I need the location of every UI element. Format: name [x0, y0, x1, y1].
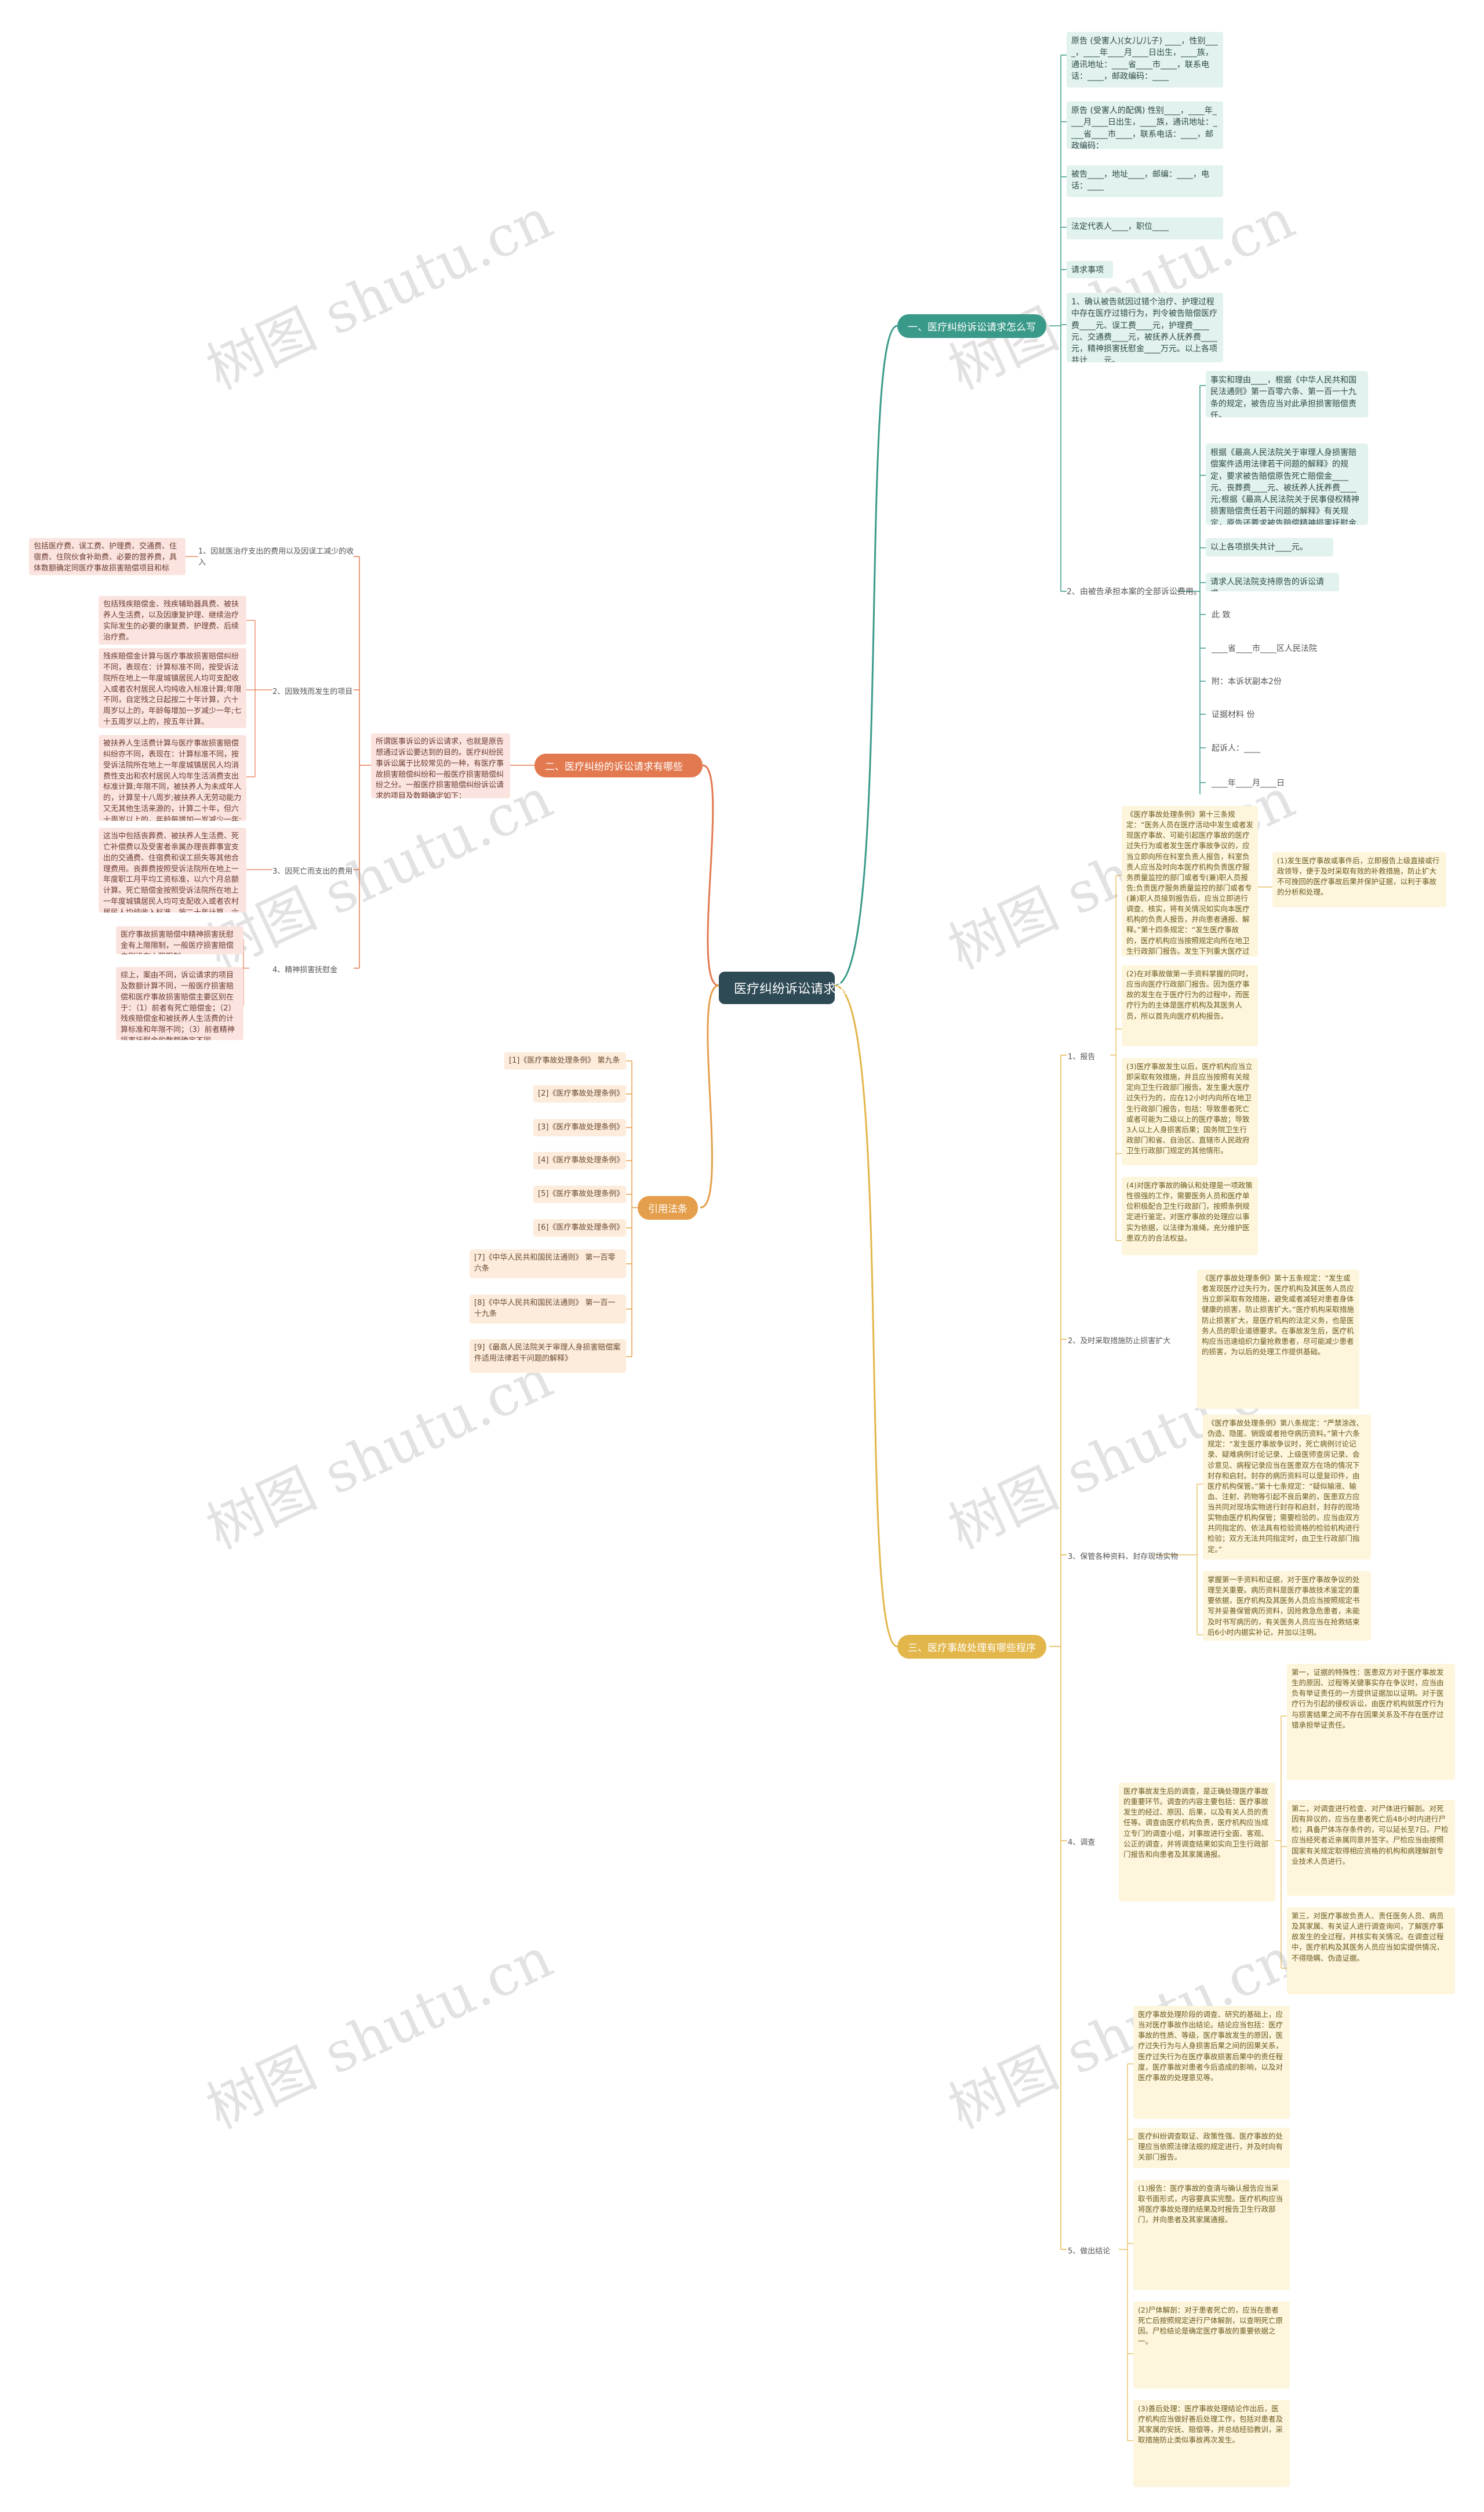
root-node[interactable]: 医疗纠纷诉讼请求怎么写 — [719, 972, 874, 1004]
step-conclusion: 5、做出结论 — [1068, 2247, 1111, 2256]
root-branch3-line — [700, 984, 719, 1209]
branch1-sub-date: ____年____月____日 — [1212, 779, 1285, 788]
branch1-sub-attachment: 附：本诉状副本2份 — [1212, 677, 1282, 686]
branch1-sub-request: 请求人民法院支持原告的诉讼请求。 — [1206, 573, 1339, 591]
step-keep-records: 3、保管各种资料、封存现场实物 — [1068, 1553, 1179, 1561]
branch1-item-plaintiff: 原告 (受害人)(女儿/儿子) ____，性别____，____年____月__… — [1067, 32, 1223, 88]
branch2-item-medical-costs: 1、因就医治疗支出的费用以及因误工减少的收入 — [198, 547, 354, 567]
law-ref-4: [4]《医疗事故处理条例》 — [533, 1152, 626, 1169]
conclusion-detail-3: (1)报告：医疗事故的查清与确认报告应当采取书面形式，内容要真实完整。医疗机构应… — [1133, 2180, 1290, 2290]
investigate-detail-2: 第二，对调查进行检查、对尸体进行解剖。对死因有异议的，应当在患者死亡后48小时内… — [1287, 1800, 1455, 1896]
report-detail-1: 《医疗事故处理条例》第十三条规定：“医务人员在医疗活动中发生或者发现医疗事故、可… — [1122, 806, 1258, 957]
branch2-detail-death: 这当中包括丧葬费、被扶养人生活费、死亡补偿费以及受害者亲属办理丧葬事宜支出的交通… — [99, 828, 246, 913]
branch2-detail-medical: 包括医疗费、误工费、护理费、交通费、住宿费、住院伙食补助费、必要的营养费，具体数… — [29, 538, 186, 575]
branch2-item-death: 3、因死亡而支出的费用 — [272, 867, 353, 876]
root-branch1-line — [834, 325, 898, 987]
branch2-detail-summary: 综上，案由不同，诉讼请求的项目及数额计算不同，一般医疗损害赔偿和医疗事故损害赔偿… — [116, 967, 243, 1040]
branch1-sub-compensation: 根据《最高人民法院关于审理人身损害赔偿案件适用法律若干问题的解释》的规定，要求被… — [1206, 443, 1368, 525]
keep-detail-2: 掌握第一手资料和证据，对于医疗事故争议的处理至关重要。病历资料是医疗事故技术鉴定… — [1203, 1571, 1371, 1641]
branch-2-node[interactable]: 二、医疗纠纷的诉讼请求有哪些 — [534, 754, 703, 777]
measures-detail: 《医疗事故处理条例》第十五条规定：“发生或者发现医疗过失行为，医疗机构及其医务人… — [1197, 1270, 1359, 1409]
conclusion-detail-4: (2)尸体解剖：对于患者死亡的，应当在患者死亡后按照规定进行尸体解剖，以查明死亡… — [1133, 2302, 1290, 2389]
law-ref-1: [1]《医疗事故处理条例》 第九条 — [504, 1052, 626, 1070]
branch2-detail-mental-cap: 医疗事故损害赔偿中精神损害抚慰金有上限限制，一般医疗损害赔偿中则没有上限限制。 — [116, 926, 243, 954]
branch2-item-mental: 4、精神损害抚慰金 — [272, 966, 338, 975]
root-branch2-line — [702, 764, 719, 987]
law-ref-2: [2]《医疗事故处理条例》 — [533, 1085, 626, 1103]
investigate-intro: 医疗事故发生后的调查，是正确处理医疗事故的重要环节。调查的内容主要包括：医疗事故… — [1119, 1783, 1275, 1902]
branch-4-node[interactable]: 三、医疗事故处理有哪些程序 — [897, 1635, 1046, 1659]
branch1-sub-salutation: 此 致 — [1212, 610, 1231, 620]
branch2-detail-disability-items: 包括残疾赔偿金、残疾辅助器具费、被扶养人生活费，以及因康复护理、继续治疗实际发生… — [99, 596, 246, 645]
investigate-detail-1: 第一，证据的特殊性：医患双方对于医疗事故发生的原因、过程等关键事实存在争议时，应… — [1287, 1664, 1455, 1780]
branch-3-node[interactable]: 引用法条 — [638, 1196, 698, 1220]
report-note: (1)发生医疗事故或事件后，立即报告上级直接或行政领导，便于及时采取有效的补救措… — [1272, 852, 1446, 907]
law-ref-9: [9]《最高人民法院关于审理人身损害赔偿案件适用法律若干问题的解释》 — [470, 1339, 626, 1373]
branch-1-node[interactable]: 一、医疗纠纷诉讼请求怎么写 — [897, 314, 1046, 338]
report-detail-3: (3)医疗事故发生以后，医疗机构应当立即采取有效措施，并且应当按照有关规定向卫生… — [1122, 1058, 1258, 1165]
law-ref-7: [7]《中华人民共和国民法通则》 第一百零六条 — [470, 1249, 626, 1278]
conclusion-detail-2: 医疗纠纷调查取证、政策性强、医疗事故的处理应当依照法律法规的规定进行，并及时向有… — [1133, 2128, 1290, 2168]
branch1-sub-evidence: 证据材料 份 — [1212, 710, 1255, 719]
law-ref-6: [6]《医疗事故处理条例》 — [533, 1219, 626, 1237]
branch1-item-representative: 法定代表人____，职位____ — [1067, 217, 1223, 239]
investigate-detail-3: 第三，对医疗事故负责人、责任医务人员、病员及其家属、有关证人进行调查询问，了解医… — [1287, 1907, 1455, 1994]
branch1-sub-plaintiff-sign: 起诉人：____ — [1212, 744, 1260, 753]
report-detail-2: (2)在对事故做第一手资料掌握的同时，应当向医疗行政部门报告。因为医疗事故的发生… — [1122, 965, 1258, 1046]
law-ref-3: [3]《医疗事故处理条例》 — [533, 1119, 626, 1136]
law-ref-8: [8]《中华人民共和国民法通则》 第一百一十九条 — [470, 1295, 626, 1324]
step-measures: 2、及时采取措施防止损害扩大 — [1068, 1337, 1171, 1346]
keep-detail-1: 《医疗事故处理条例》第八条规定：“严禁涂改、伪造、隐匿、销毁或者抢夺病历资料。”… — [1203, 1415, 1371, 1559]
conclusion-detail-5: (3)善后处理：医疗事故处理结论作出后，医疗机构应当做好善后处理工作，包括对患者… — [1133, 2400, 1290, 2487]
branch2-detail-disability-comp: 残疾赔偿金计算与医疗事故损害赔偿纠纷不同，表现在：计算标准不同，按受诉法院所在地… — [99, 648, 246, 728]
root-branch4-line — [834, 984, 898, 1648]
step-investigate: 4、调查 — [1068, 1838, 1096, 1847]
branch2-intro: 所谓医事诉讼的诉讼请求，也就是原告想通过诉讼要达到的目的。医疗纠纷民事诉讼属于比… — [371, 733, 510, 798]
branch1-item-claim-1: 1、确认被告就因过错个治疗、护理过程中存在医疗过错行为，判令被告赔偿医疗费___… — [1067, 293, 1223, 362]
branch1-item-defendant: 被告____，地址____，邮编：____，电话：____ — [1067, 165, 1223, 197]
branch2-detail-dependents: 被扶养人生活费计算与医疗事故损害赔偿纠纷亦不同，表现在：计算标准不同，按受诉法院… — [99, 735, 246, 821]
branch1-sub-facts: 事实和理由____，根据《中华人民共和国民法通则》第一百零六条、第一百一十九条的… — [1206, 371, 1368, 417]
conclusion-detail-1: 医疗事故处理阶段的调查、研究的基础上，应当对医疗事故作出结论。结论应当包括：医疗… — [1133, 2006, 1290, 2119]
branch1-sub-court: ____省____市____区人民法院 — [1212, 644, 1317, 653]
branch1-item-spouse: 原告 (受害人的配偶) 性别____，____年____月____日出生，___… — [1067, 101, 1223, 149]
branch1-item-claim-2: 2、由被告承担本案的全部诉讼费用。 — [1067, 587, 1202, 597]
branch1-item-claims: 请求事项 — [1067, 261, 1113, 278]
report-detail-4: (4)对医疗事故的确认和处理是一项政策性很强的工作，需要医务人员和医疗单位积极配… — [1122, 1177, 1258, 1255]
step-report: 1、报告 — [1068, 1053, 1096, 1061]
law-ref-5: [5]《医疗事故处理条例》 — [533, 1186, 626, 1203]
branch1-sub-total: 以上各项损失共计____元。 — [1206, 538, 1333, 557]
branch2-item-disability: 2、因致残而发生的项目 — [272, 688, 353, 696]
